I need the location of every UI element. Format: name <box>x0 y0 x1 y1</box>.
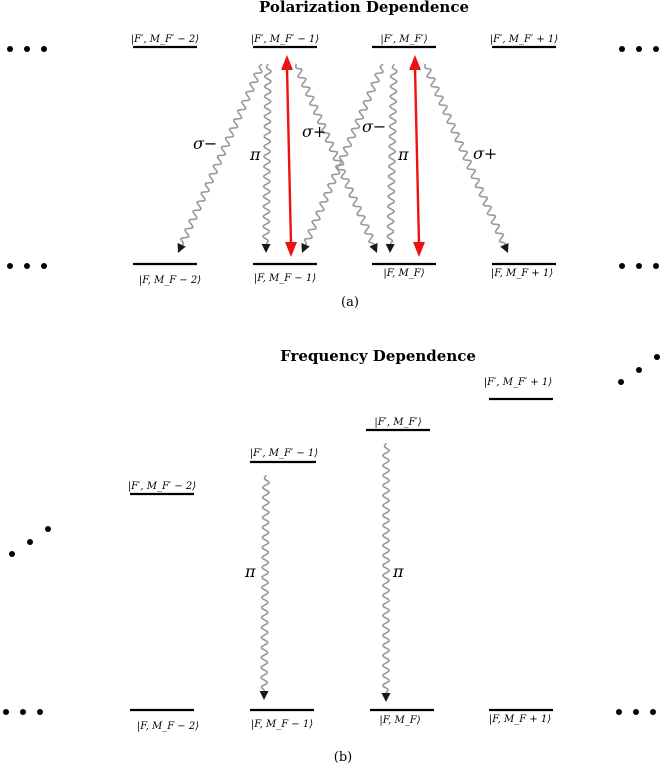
b-decay-pi-2-arrowhead <box>381 693 391 702</box>
a-decay-sigma-minus-1 <box>177 63 263 253</box>
a-decay-sigma-minus-1-line <box>179 63 263 246</box>
b-decay-pi-1 <box>259 474 271 700</box>
b-upper-label-3: |F′, M_F′ + 1⟩ <box>484 377 552 388</box>
a-upper-label-2: |F′, M_F′⟩ <box>380 34 427 45</box>
a-decay-sigma-plus-1-arrowhead <box>369 242 378 253</box>
b-lower-label-2: |F, M_F⟩ <box>379 715 420 726</box>
a-decay-sigma-minus-2-arrowhead <box>301 242 310 253</box>
a-decay-sigma-plus-2-line <box>423 63 506 245</box>
ellipsis-rising-upper-right <box>618 354 660 385</box>
a-lower-label-0: |F, M_F − 2⟩ <box>139 275 201 286</box>
a-drive-arrow-1 <box>281 55 297 257</box>
a-upper-label-3: |F′, M_F′ + 1⟩ <box>490 34 558 45</box>
panel-a: Polarization Dependence |F′, M_F′ − 2⟩ |… <box>7 0 659 310</box>
a-lower-label-2: |F, M_F⟩ <box>383 268 424 279</box>
panel-a-title: Polarization Dependence <box>259 0 469 16</box>
panel-b-title: Frequency Dependence <box>280 347 476 365</box>
a-label-pi-1: π <box>249 145 261 164</box>
b-label-pi-2: π <box>392 562 404 581</box>
ellipsis-lower-left-b <box>3 709 43 715</box>
a-decay-sigma-plus-1 <box>294 63 378 253</box>
a-decay-transitions <box>177 63 509 253</box>
ellipsis-upper-left <box>7 46 47 52</box>
a-decay-pi-2-arrowhead <box>385 243 395 253</box>
ellipsis-upper-right <box>619 46 659 52</box>
panel-b: Frequency Dependence |F′, M_F′ − 2⟩ |F′,… <box>3 347 660 765</box>
a-decay-sigma-minus-2 <box>301 63 384 253</box>
a-upper-label-1: |F′, M_F′ − 1⟩ <box>251 34 319 45</box>
a-decay-sigma-plus-2-arrowhead <box>500 242 509 253</box>
a-drive-arrow-2 <box>409 55 425 257</box>
a-decay-pi-1 <box>261 63 273 253</box>
a-lower-label-1: |F, M_F − 1⟩ <box>254 273 316 284</box>
a-decay-sigma-plus-2 <box>423 63 509 253</box>
b-decay-transitions <box>259 442 391 702</box>
b-lower-label-0: |F, M_F − 2⟩ <box>137 721 199 732</box>
b-upper-label-2: |F′, M_F′⟩ <box>374 417 421 428</box>
b-upper-label-0: |F′, M_F′ − 2⟩ <box>128 481 196 492</box>
a-label-sigma-minus-2: σ− <box>362 117 386 136</box>
b-decay-pi-2 <box>381 442 391 702</box>
a-decay-pi-1-arrowhead <box>261 243 271 253</box>
a-label-sigma-plus-2: σ+ <box>473 144 497 163</box>
a-upper-label-0: |F′, M_F′ − 2⟩ <box>131 34 199 45</box>
a-decay-pi-2 <box>385 63 398 253</box>
a-decay-pi-2-line <box>386 63 398 245</box>
panel-b-caption: (b) <box>334 750 352 765</box>
a-label-pi-2: π <box>397 145 409 164</box>
b-decay-pi-1-line <box>260 474 271 692</box>
a-lower-label-3: |F, M_F + 1⟩ <box>491 268 553 279</box>
a-label-sigma-plus-1: σ+ <box>302 122 326 141</box>
ellipsis-rising-middle-left <box>9 526 51 557</box>
b-decay-pi-2-line <box>381 442 391 694</box>
a-decay-sigma-minus-1-arrowhead <box>177 242 186 253</box>
a-label-sigma-minus-1: σ− <box>193 134 217 153</box>
b-upper-label-1: |F′, M_F′ − 1⟩ <box>250 448 318 459</box>
ellipsis-lower-right <box>619 263 659 269</box>
b-lower-label-1: |F, M_F − 1⟩ <box>251 719 313 730</box>
a-decay-sigma-plus-1-line <box>294 63 375 245</box>
a-decay-pi-1-line <box>262 63 273 245</box>
b-lower-label-3: |F, M_F + 1⟩ <box>489 714 551 725</box>
ellipsis-lower-left <box>7 263 47 269</box>
ellipsis-lower-right-b <box>616 709 656 715</box>
b-decay-pi-1-arrowhead <box>259 690 269 700</box>
a-decay-sigma-minus-2-line <box>303 63 384 246</box>
panel-a-caption: (a) <box>341 295 359 310</box>
b-label-pi-1: π <box>244 562 256 581</box>
